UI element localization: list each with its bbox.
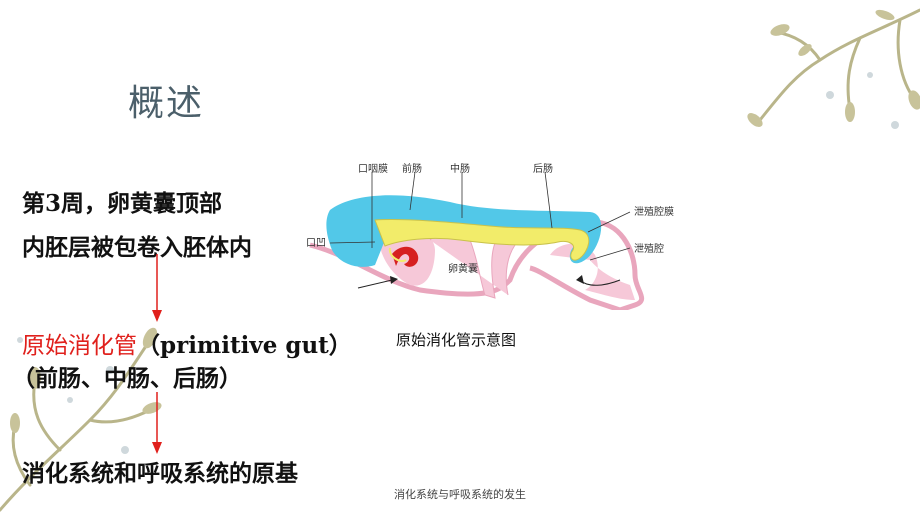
primitive-gut-diagram: 口咽膜 前肠 中肠 后肠 泄殖腔膜 泄殖腔 口凹 卵黄囊 (306, 162, 674, 310)
text-line-gut-parts: （前肠、中肠、后肠） (12, 365, 242, 392)
text-line-primordium: 消化系统和呼吸系统的原基 (22, 460, 298, 487)
label-stomodeum: 口凹 (306, 238, 326, 249)
down-arrow-2 (152, 392, 162, 454)
primitive-gut-english: （primitive gut） (137, 332, 352, 359)
branch-decoration-top-right (747, 8, 920, 129)
label-midgut: 中肠 (450, 162, 470, 175)
label-cloacal-membrane: 泄殖腔膜 (634, 205, 674, 218)
label-yolk-sac: 卵黄囊 (448, 262, 478, 275)
text-line-week3: 第3周，卵黄囊顶部 (22, 190, 223, 217)
label-oropharyngeal-membrane: 口咽膜 (358, 163, 388, 175)
label-cloaca: 泄殖腔 (634, 242, 664, 255)
diagram-caption: 原始消化管示意图 (396, 331, 517, 349)
label-foregut: 前肠 (402, 162, 422, 175)
text-line-endoderm: 内胚层被包卷入胚体内 (22, 234, 252, 261)
down-arrow-1 (152, 254, 162, 322)
text-line-primitive-gut: 原始消化管（primitive gut） (22, 326, 352, 360)
primitive-gut-term: 原始消化管 (22, 333, 137, 359)
label-hindgut: 后肠 (533, 163, 553, 175)
slide-footer: 消化系统与呼吸系统的发生 (394, 488, 526, 501)
branch-decoration-bottom-left (0, 327, 162, 512)
slide-title: 概述 (128, 83, 205, 124)
